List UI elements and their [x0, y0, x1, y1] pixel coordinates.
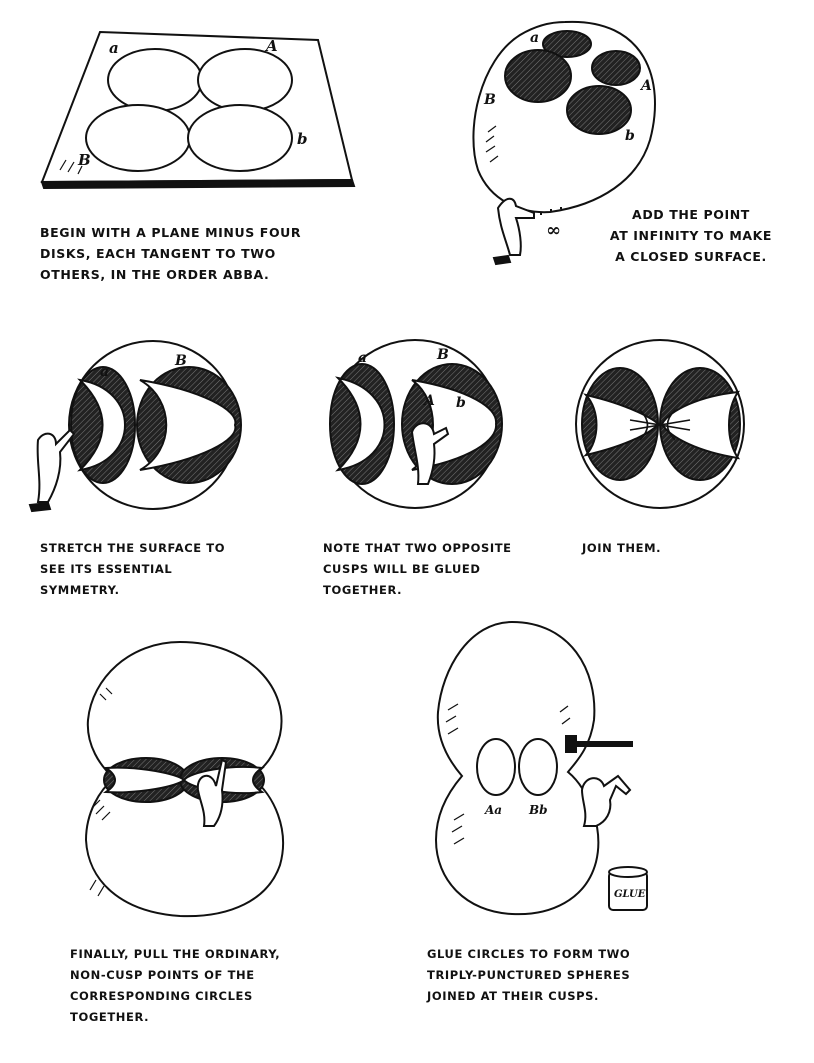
caption-line: DISKS, EACH TANGENT TO TWO — [40, 243, 301, 264]
panel6-figure8-diagram — [86, 642, 283, 916]
panel4-sphere-diagram — [330, 340, 502, 508]
figure-stretching — [30, 430, 74, 511]
caption-line: ADD THE POINT — [586, 204, 796, 225]
panel1-caption: BEGIN WITH A PLANE MINUS FOUR DISKS, EAC… — [40, 222, 301, 285]
caption-line: JOINED AT THEIR CUSPS. — [427, 986, 630, 1007]
infinity-symbol: ∞ — [546, 220, 561, 241]
label-glue: GLUE — [614, 889, 646, 900]
panel5-caption: JOIN THEM. — [582, 538, 661, 559]
panel7-caption: GLUE CIRCLES TO FORM TWO TRIPLY-PUNCTURE… — [427, 944, 630, 1007]
label-B: B — [77, 151, 91, 169]
hole-A — [592, 51, 640, 85]
circle-Aa — [477, 739, 515, 795]
caption-line: NOTE THAT TWO OPPOSITE — [323, 538, 512, 559]
caption-line: SEE ITS ESSENTIAL — [40, 559, 225, 580]
label-Aa: Aa — [484, 803, 502, 817]
hole-B — [505, 50, 571, 102]
label-b: b — [297, 130, 308, 148]
label-B2: B — [483, 92, 496, 108]
disk-b — [188, 105, 292, 171]
panel2-caption: ADD THE POINT AT INFINITY TO MAKE A CLOS… — [586, 204, 796, 267]
caption-line: SYMMETRY. — [40, 580, 225, 601]
caption-line: JOIN THEM. — [582, 538, 661, 559]
label-B4: B — [436, 347, 449, 363]
hole-b — [567, 86, 631, 134]
disk-a — [108, 49, 202, 111]
label-B3: B — [174, 353, 187, 369]
panel3-sphere-diagram — [30, 341, 241, 511]
glue-brush — [566, 736, 632, 752]
label-a2: a — [530, 30, 539, 46]
label-a3: a — [100, 364, 109, 380]
panel6-caption: FINALLY, PULL THE ORDINARY, NON-CUSP POI… — [70, 944, 280, 1028]
caption-line: AT INFINITY TO MAKE — [586, 225, 796, 246]
panel4-caption: NOTE THAT TWO OPPOSITE CUSPS WILL BE GLU… — [323, 538, 512, 601]
caption-line: A CLOSED SURFACE. — [586, 246, 796, 267]
caption-line: TOGETHER. — [70, 1007, 280, 1028]
caption-line: GLUE CIRCLES TO FORM TWO — [427, 944, 630, 965]
caption-line: TRIPLY-PUNCTURED SPHERES — [427, 965, 630, 986]
caption-line: NON-CUSP POINTS OF THE — [70, 965, 280, 986]
panel7-figure8-diagram — [436, 622, 647, 914]
disk-A — [198, 49, 292, 111]
label-A2: A — [639, 78, 652, 94]
disk-B — [86, 105, 190, 171]
panel5-sphere-diagram — [576, 340, 744, 508]
caption-line: OTHERS, IN THE ORDER aBbA. — [40, 264, 301, 285]
label-b2: b — [625, 128, 635, 144]
label-A: A — [264, 37, 278, 55]
figure8-outline-7 — [436, 622, 598, 914]
caption-line: FINALLY, PULL THE ORDINARY, — [70, 944, 280, 965]
label-Bb: Bb — [528, 803, 548, 817]
caption-line: STRETCH THE SURFACE TO — [40, 538, 225, 559]
plane-edge — [42, 180, 354, 188]
caption-line: CORRESPONDING CIRCLES — [70, 986, 280, 1007]
panel3-caption: STRETCH THE SURFACE TO SEE ITS ESSENTIAL… — [40, 538, 225, 601]
circle-Bb — [519, 739, 557, 795]
figure-gluing — [582, 776, 630, 826]
label-a4: a — [358, 350, 367, 366]
caption-line: TOGETHER. — [323, 580, 512, 601]
label-a: a — [109, 39, 119, 57]
caption-line: CUSPS WILL BE GLUED — [323, 559, 512, 580]
label-b4: b — [456, 395, 466, 411]
caption-line: BEGIN WITH A PLANE MINUS FOUR — [40, 222, 301, 243]
label-A4: A — [422, 393, 435, 409]
